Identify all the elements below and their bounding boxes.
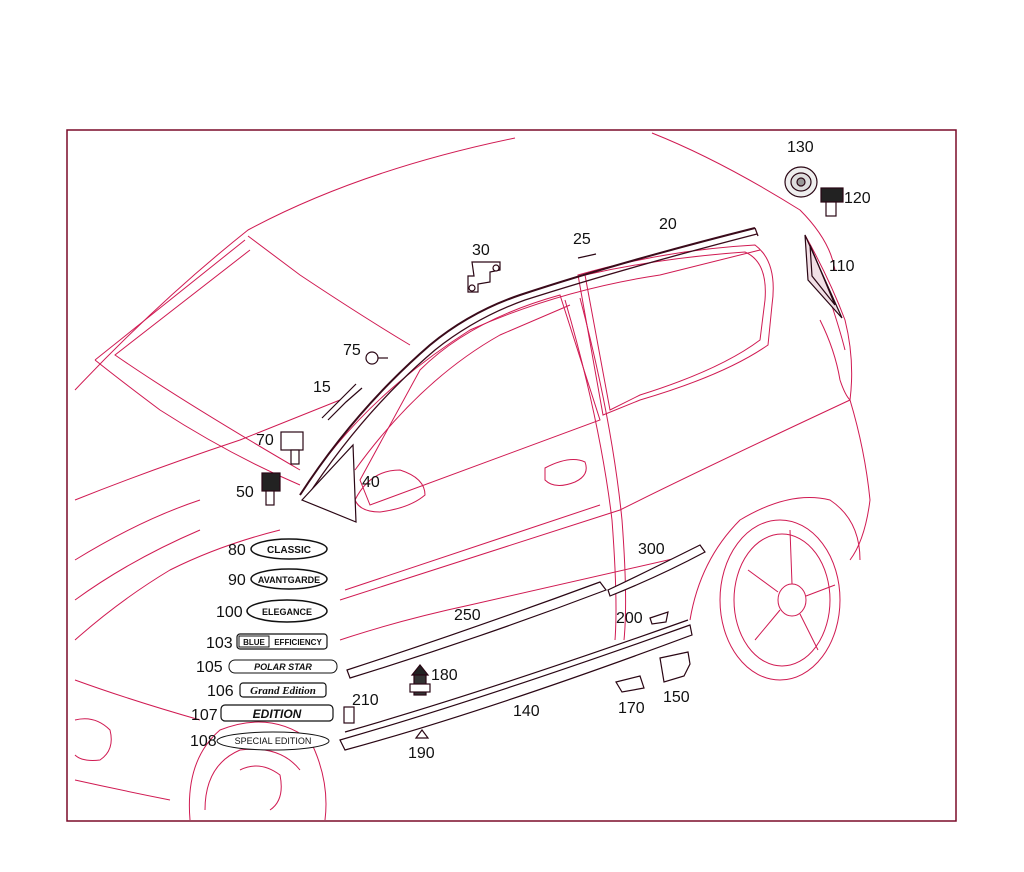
part-70-clip <box>280 431 304 465</box>
badge-blue-text: BLUE <box>243 638 265 647</box>
part-25-strip <box>577 253 597 259</box>
part-40-triangle <box>300 443 357 523</box>
callout-25: 25 <box>573 231 591 248</box>
callout-80: 80 <box>228 542 246 559</box>
badge-grand-edition: Grand Edition <box>239 682 327 698</box>
callout-103: 103 <box>206 635 233 652</box>
part-210-clip <box>343 706 355 724</box>
callout-15: 15 <box>313 379 331 396</box>
badge-polar-star: POLAR STAR <box>228 659 338 674</box>
badge-avantgarde-text: AVANTGARDE <box>258 575 320 585</box>
badge-special-edition: SPECIAL EDITION <box>216 731 330 751</box>
badge-classic-text: CLASSIC <box>267 545 311 556</box>
callout-90: 90 <box>228 572 246 589</box>
part-150-cap <box>659 651 691 683</box>
callout-20: 20 <box>659 216 677 233</box>
badge-polar-star-text: POLAR STAR <box>254 662 312 672</box>
callout-108: 108 <box>190 733 217 750</box>
callout-140: 140 <box>513 703 540 720</box>
part-75-clip <box>365 351 388 365</box>
car-outline <box>74 132 871 821</box>
callout-250: 250 <box>454 607 481 624</box>
callout-30: 30 <box>472 242 490 259</box>
callout-110: 110 <box>829 258 855 275</box>
callout-labels: 130 120 110 20 25 30 75 15 70 40 50 300 … <box>190 139 871 762</box>
badge-elegance-text: ELEGANCE <box>262 607 312 617</box>
badge-blue-efficiency: BLUE EFFICIENCY <box>236 633 328 650</box>
part-15-strip <box>321 383 363 421</box>
callout-200: 200 <box>616 610 643 627</box>
callout-75: 75 <box>343 342 361 359</box>
badge-elegance: ELEGANCE <box>246 599 328 623</box>
badge-edition: EDITION <box>220 704 334 722</box>
callout-170: 170 <box>618 700 645 717</box>
callout-105: 105 <box>196 659 223 676</box>
badge-special-edition-text: SPECIAL EDITION <box>235 736 312 746</box>
callout-50: 50 <box>236 484 254 501</box>
part-250-molding <box>346 581 607 679</box>
part-50-clip <box>261 472 281 506</box>
part-130-grommet <box>784 166 818 198</box>
callout-70: 70 <box>256 432 274 449</box>
callout-180: 180 <box>431 667 458 684</box>
callout-190: 190 <box>408 745 435 762</box>
part-170-clip <box>615 675 645 693</box>
part-110-inner <box>809 244 836 306</box>
roof-rail <box>299 227 759 501</box>
part-200-clip <box>649 611 669 625</box>
part-30-bracket <box>467 261 501 293</box>
part-190-clip <box>414 729 430 739</box>
callout-210: 210 <box>352 692 379 709</box>
badge-avantgarde: AVANTGARDE <box>250 568 328 590</box>
badge-efficiency-text: EFFICIENCY <box>274 638 322 647</box>
callout-150: 150 <box>663 689 690 706</box>
callout-107: 107 <box>191 707 218 724</box>
part-120-clip <box>820 187 844 217</box>
callout-100: 100 <box>216 604 243 621</box>
badge-grand-edition-text: Grand Edition <box>250 685 316 697</box>
badge-classic: CLASSIC <box>250 538 328 560</box>
part-180-clip <box>409 664 431 696</box>
callout-300: 300 <box>638 541 665 558</box>
callout-106: 106 <box>207 683 234 700</box>
badge-edition-text: EDITION <box>253 707 302 721</box>
part-300-molding <box>607 544 706 597</box>
part-140-sill <box>339 619 693 751</box>
callout-120: 120 <box>844 190 871 207</box>
callout-130: 130 <box>787 139 814 156</box>
callout-40: 40 <box>362 474 380 491</box>
